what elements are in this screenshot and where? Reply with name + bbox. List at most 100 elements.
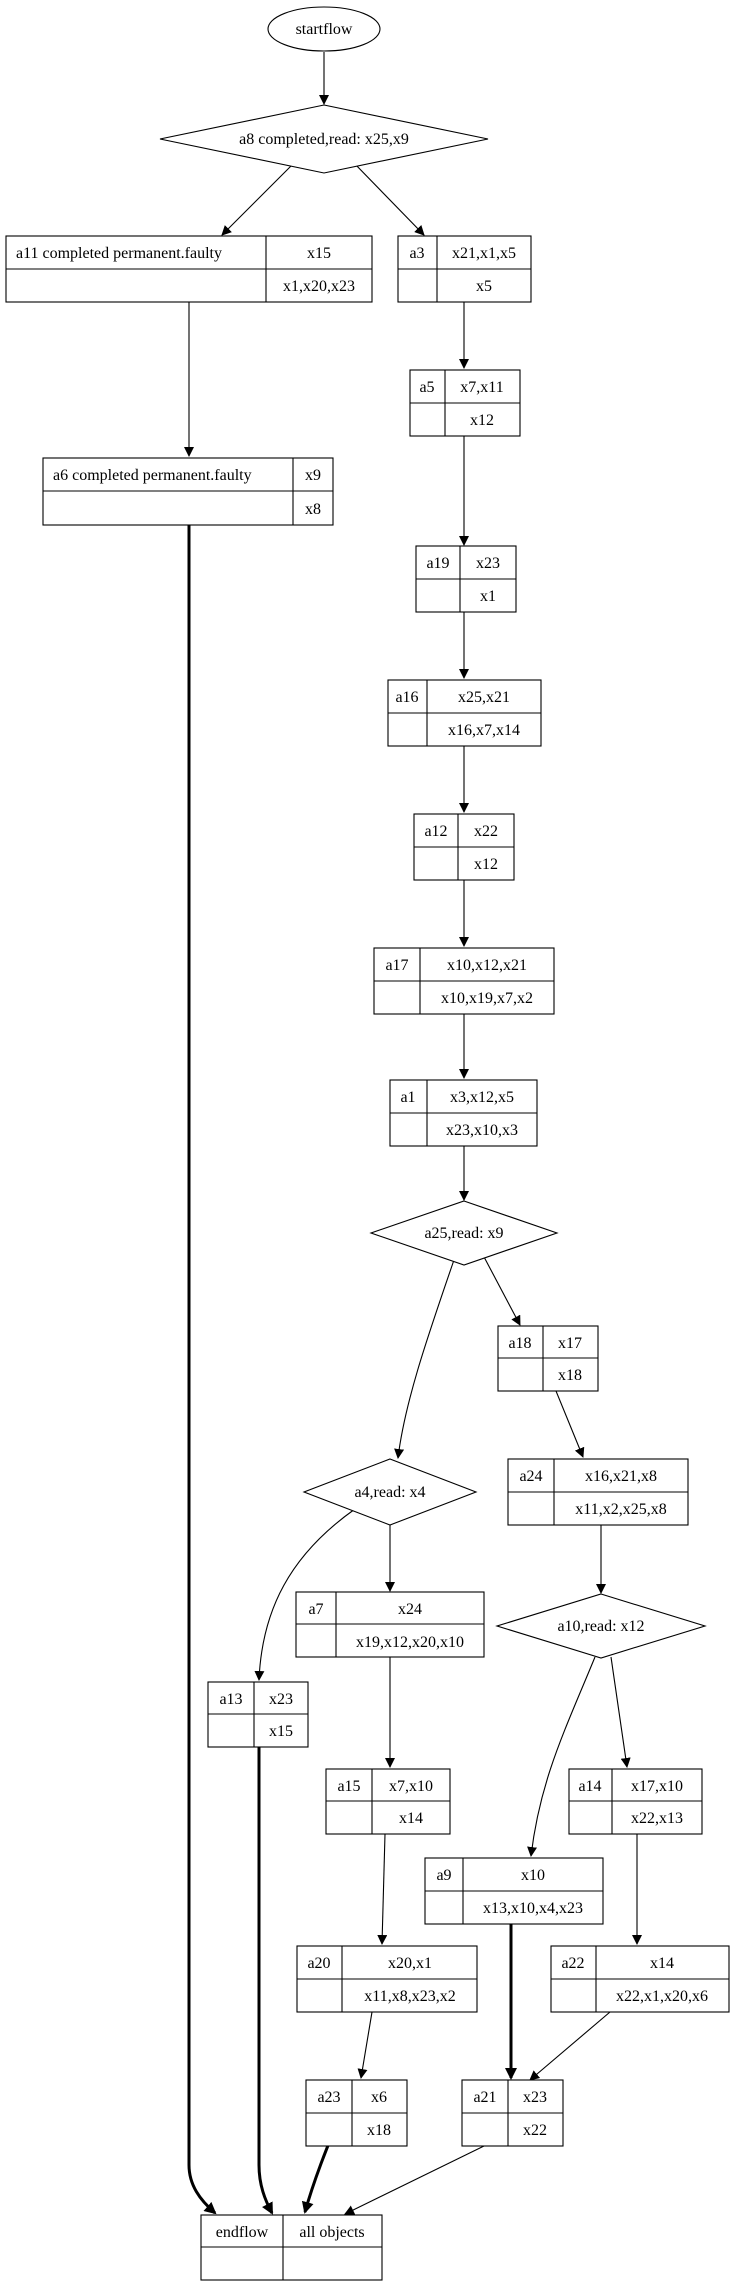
- task-a12-name: a12: [424, 823, 447, 840]
- task-a22-bottom: x22,x1,x20,x6: [616, 1988, 708, 2005]
- task-a23-name: a23: [317, 2089, 340, 2106]
- task-a14-top: x17,x10: [631, 1778, 683, 1795]
- task-a6-top: x9: [305, 467, 321, 484]
- task-a5-top: x7,x11: [460, 379, 503, 396]
- task-a19-bottom: x1: [480, 588, 496, 605]
- edge-a20-a23: [357, 2011, 373, 2079]
- task-a22: a22 x14 x22,x1,x20,x6: [550, 1945, 730, 2013]
- task-a9-top: x10: [521, 1867, 545, 1884]
- task-a20-bottom: x11,x8,x23,x2: [364, 1988, 455, 2005]
- task-a9: a9 x10 x13,x10,x4,x23: [424, 1857, 604, 1925]
- task-a17-bottom: x10,x19,x7,x2: [441, 990, 533, 1007]
- task-a13-bottom: x15: [269, 1723, 293, 1740]
- task-a23-top: x6: [371, 2089, 387, 2106]
- task-a24-bottom: x11,x2,x25,x8: [575, 1501, 666, 1518]
- edges: [184, 52, 642, 2215]
- task-a19-top: x23: [476, 555, 500, 572]
- node-endflow-name: endflow: [216, 2224, 269, 2241]
- task-a5-name: a5: [419, 379, 434, 396]
- decision-a25-label: a25,read: x9: [424, 1225, 503, 1242]
- task-a21: a21 x23 x22: [461, 2079, 564, 2147]
- task-a15-top: x7,x10: [389, 1778, 433, 1795]
- task-a13-top: x23: [269, 1691, 293, 1708]
- task-a24-name: a24: [519, 1468, 542, 1485]
- task-a18-name: a18: [508, 1335, 531, 1352]
- task-a6: a6 completed permanent.faulty x9 x8: [42, 457, 334, 526]
- task-a1-name: a1: [400, 1089, 415, 1106]
- task-a3: a3 x21,x1,x5 x5: [397, 235, 532, 303]
- task-a7-bottom: x19,x12,x20,x10: [356, 1634, 464, 1651]
- edge-a10-a14: [610, 1656, 631, 1768]
- task-a5: a5 x7,x11 x12: [409, 369, 521, 437]
- task-a3-name: a3: [409, 245, 424, 262]
- task-a15-name: a15: [337, 1778, 360, 1795]
- task-a19-name: a19: [426, 555, 449, 572]
- edge-a18-a24: [555, 1390, 585, 1458]
- task-a23: a23 x6 x18: [305, 2079, 408, 2147]
- task-a21-name: a21: [473, 2089, 496, 2106]
- task-a15: a15 x7,x10 x14: [325, 1768, 451, 1835]
- task-a20-top: x20,x1: [388, 1955, 432, 1972]
- task-a3-bottom: x5: [476, 278, 492, 295]
- task-a18: a18 x17 x18: [497, 1325, 599, 1392]
- node-startflow-label: startflow: [296, 21, 353, 38]
- task-a7-name: a7: [308, 1601, 323, 1618]
- edge-a8-a3: [352, 161, 425, 236]
- task-a24: a24 x16,x21,x8 x11,x2,x25,x8: [507, 1458, 689, 1526]
- task-a6-bottom: x8: [305, 501, 321, 518]
- task-a11: a11 completed permanent.faulty x15 x1,x2…: [5, 235, 373, 303]
- edge-a21-end: [344, 2145, 485, 2215]
- task-a22-top: x14: [650, 1955, 674, 1972]
- task-a11-top: x15: [307, 245, 331, 262]
- task-a22-name: a22: [561, 1955, 584, 1972]
- task-a17: a17 x10,x12,x21 x10,x19,x7,x2: [373, 947, 555, 1015]
- task-a14: a14 x17,x10 x22,x13: [568, 1768, 703, 1835]
- edge-a25-a4: [394, 1256, 456, 1459]
- decision-a25: a25,read: x9: [369, 1200, 559, 1266]
- node-endflow-top: all objects: [299, 2224, 364, 2241]
- edge-a25-a18: [482, 1254, 521, 1326]
- task-a12: a12 x22 x12: [413, 813, 515, 881]
- task-a13: a13 x23 x15: [207, 1681, 309, 1748]
- task-a7: a7 x24 x19,x12,x20,x10: [295, 1591, 485, 1658]
- task-a20: a20 x20,x1 x11,x8,x23,x2: [296, 1945, 478, 2013]
- task-a13-name: a13: [219, 1691, 242, 1708]
- decision-a8: a8 completed,read: x25,x9: [159, 104, 489, 174]
- decision-a10-label: a10,read: x12: [557, 1618, 644, 1635]
- task-a14-name: a14: [578, 1778, 601, 1795]
- decision-a4: a4,read: x4: [302, 1458, 478, 1526]
- task-a21-bottom: x22: [523, 2122, 547, 2139]
- node-startflow: startflow: [267, 6, 381, 52]
- task-a23-bottom: x18: [367, 2122, 391, 2139]
- edge-a8-a11: [221, 161, 296, 236]
- edge-a6-end: [187, 525, 217, 2215]
- task-a16: a16 x25,x21 x16,x7,x14: [387, 679, 542, 747]
- task-a11-name: a11 completed permanent.faulty: [16, 245, 222, 262]
- task-a5-bottom: x12: [470, 412, 494, 429]
- task-a16-top: x25,x21: [458, 689, 510, 706]
- task-a12-bottom: x12: [474, 856, 498, 873]
- task-a14-bottom: x22,x13: [631, 1810, 683, 1827]
- task-a17-top: x10,x12,x21: [447, 957, 527, 974]
- task-a7-top: x24: [398, 1601, 422, 1618]
- edge-a10-a9: [527, 1656, 596, 1857]
- task-a17-name: a17: [385, 957, 408, 974]
- decision-a8-label: a8 completed,read: x25,x9: [239, 131, 409, 148]
- task-a9-name: a9: [436, 1867, 451, 1884]
- task-a18-top: x17: [558, 1335, 582, 1352]
- task-a15-bottom: x14: [399, 1810, 423, 1827]
- task-a11-bottom: x1,x20,x23: [283, 278, 355, 295]
- task-a1-bottom: x23,x10,x3: [446, 1122, 518, 1139]
- decision-a4-label: a4,read: x4: [354, 1484, 425, 1501]
- task-a16-bottom: x16,x7,x14: [448, 722, 520, 739]
- edge-a15-a20: [377, 1833, 388, 1945]
- task-a24-top: x16,x21,x8: [585, 1468, 657, 1485]
- task-a18-bottom: x18: [558, 1367, 582, 1384]
- task-a1: a1 x3,x12,x5 x23,x10,x3: [389, 1079, 538, 1147]
- task-a1-top: x3,x12,x5: [450, 1089, 514, 1106]
- task-a20-name: a20: [307, 1955, 330, 1972]
- task-a19: a19 x23 x1: [415, 545, 517, 613]
- task-a16-name: a16: [395, 689, 418, 706]
- task-a12-top: x22: [474, 823, 498, 840]
